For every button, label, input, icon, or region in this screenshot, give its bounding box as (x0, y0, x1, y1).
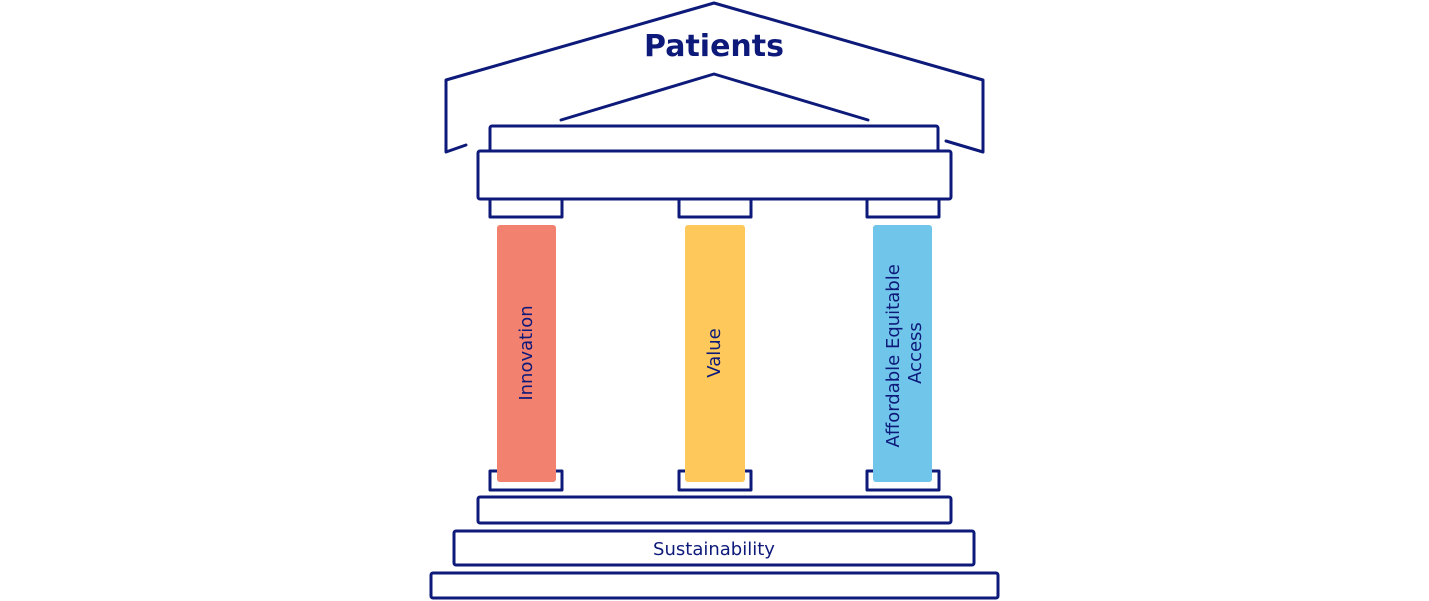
step-bottom (429, 571, 1000, 600)
foundation-label: Sustainability (653, 539, 775, 560)
pillar-label-value: Value (704, 328, 725, 377)
pillar-label-innovation: Innovation (516, 305, 537, 400)
roof-title: Patients (644, 29, 784, 64)
roof-inner-gable (559, 72, 870, 122)
capital-1 (488, 197, 564, 219)
roof-outline (444, 1, 985, 154)
step-middle (452, 529, 976, 567)
architrave-top (488, 124, 940, 154)
pillar-affordable-equitable-access (873, 225, 932, 482)
capital-2 (677, 197, 753, 219)
step-top (476, 495, 953, 525)
capital-3 (865, 197, 941, 219)
architrave-main (476, 149, 953, 201)
pillar-label-access: Affordable Equitable Access (883, 258, 926, 447)
pillar-value (685, 225, 745, 482)
pillar-innovation (497, 225, 556, 482)
